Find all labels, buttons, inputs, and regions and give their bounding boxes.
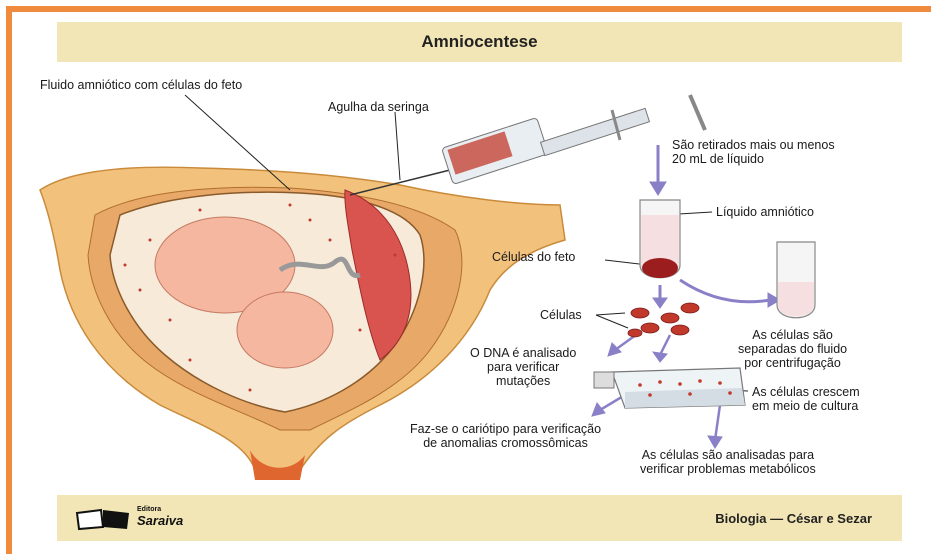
label-metabolic: As células são analisadas paraverificar … bbox=[640, 448, 816, 476]
label-fluid: Fluido amniótico com células do feto bbox=[40, 78, 242, 92]
separated-cells bbox=[628, 303, 699, 337]
test-tube-separated bbox=[777, 242, 815, 318]
fetus-head bbox=[237, 292, 333, 368]
label-withdrawn: São retirados mais ou menos20 mL de líqu… bbox=[672, 138, 835, 166]
book-credit: Biologia — César e Sezar bbox=[715, 511, 872, 526]
label-fetal-cells: Células do feto bbox=[492, 250, 575, 264]
label-dna: O DNA é analisadopara verificarmutações bbox=[470, 346, 576, 388]
test-tube-amniotic bbox=[640, 200, 680, 278]
publisher-small-text: Editora bbox=[137, 506, 161, 513]
publisher-logo: Editora Saraiva bbox=[75, 507, 225, 531]
label-cells: Células bbox=[540, 308, 582, 322]
label-grow: As células crescemem meio de cultura bbox=[752, 385, 860, 413]
label-amniotic-liquid: Líquido amniótico bbox=[716, 205, 814, 219]
culture-flask bbox=[594, 368, 745, 408]
book-icon bbox=[75, 507, 133, 531]
footer-banner: Editora Saraiva Biologia — César e Sezar bbox=[57, 495, 902, 541]
label-separated: As células sãoseparadas do fluidopor cen… bbox=[738, 328, 847, 370]
publisher-name: Saraiva bbox=[137, 513, 183, 528]
label-needle: Agulha da seringa bbox=[328, 100, 429, 114]
label-karyotype: Faz-se o cariótipo para verificaçãode an… bbox=[410, 422, 601, 450]
